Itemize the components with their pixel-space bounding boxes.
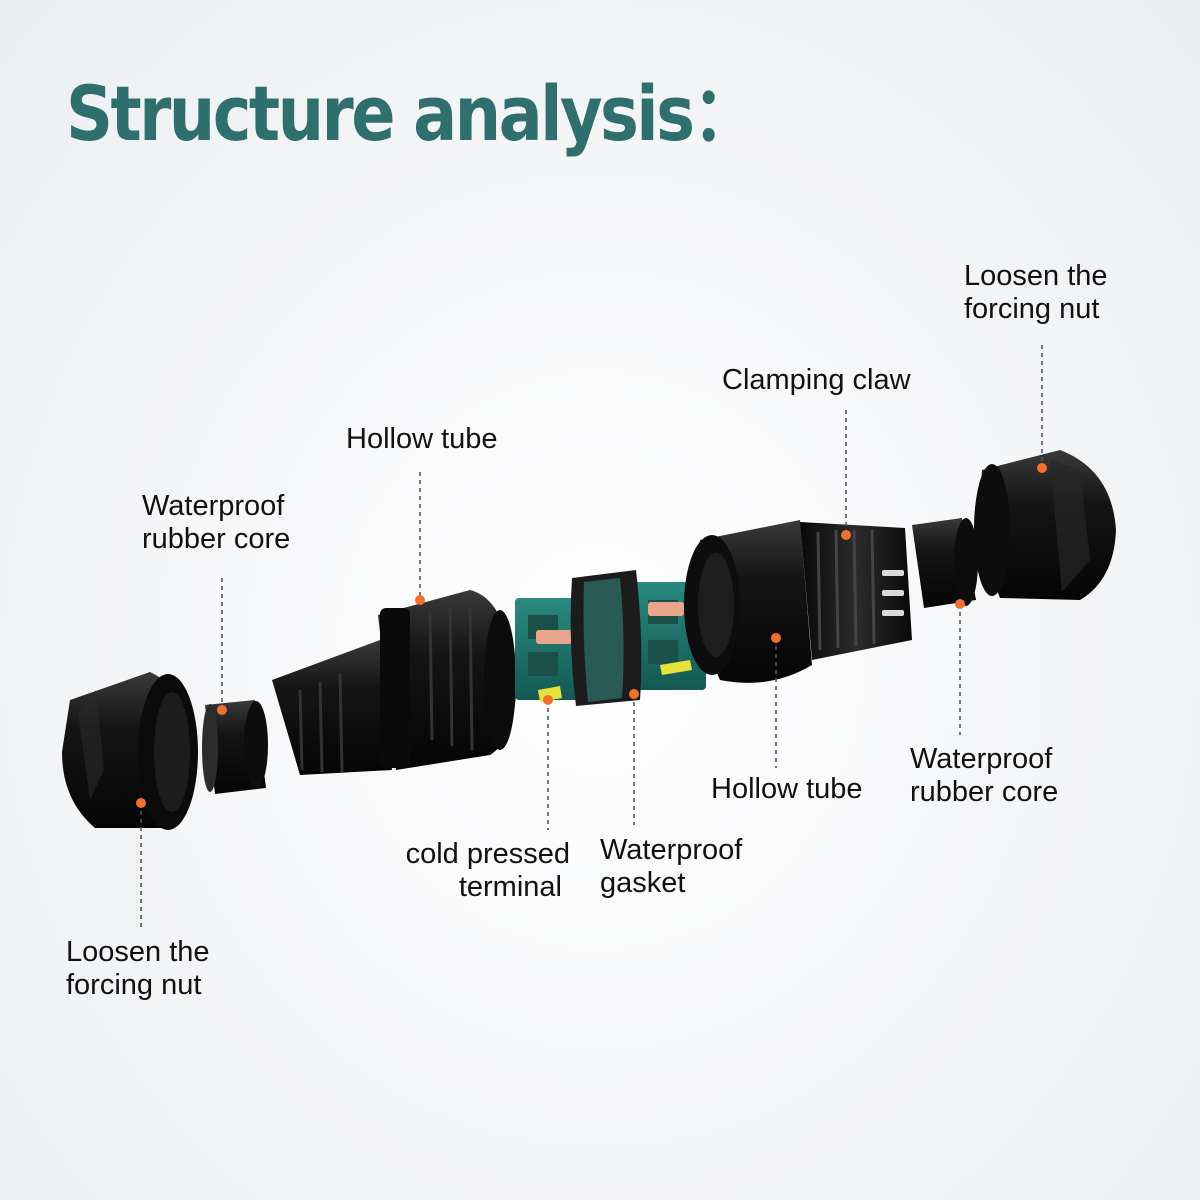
left-hollow-tube (272, 590, 516, 775)
waterproof-gasket (570, 570, 642, 706)
leader-lines (140, 345, 1043, 930)
label-forcing-nut-right: Loosen the forcing nut (964, 260, 1108, 325)
marker-hollow-tube-right (771, 633, 781, 643)
marker-rubber-core-right (955, 599, 965, 609)
marker-cold-terminal (543, 695, 553, 705)
marker-clamp-claw (841, 530, 851, 540)
clamping-claw (800, 522, 912, 660)
right-hollow-tube (684, 520, 812, 683)
right-forcing-nut (974, 450, 1116, 600)
label-hollow-tube-left: Hollow tube (346, 423, 498, 455)
label-rubber-core-right: Waterproof rubber core (910, 743, 1059, 808)
label-hollow-tube-right: Hollow tube (711, 773, 863, 805)
label-waterproof-gasket: Waterproof gasket (600, 834, 743, 899)
marker-rubber-core-left (217, 705, 227, 715)
part-markers (136, 463, 1047, 808)
marker-gasket (629, 689, 639, 699)
label-rubber-core-left: Waterproof rubber core (142, 490, 291, 555)
marker-nut-left (136, 798, 146, 808)
label-cold-pressed-terminal: cold pressed terminal (405, 838, 570, 903)
label-clamping-claw: Clamping claw (722, 364, 911, 396)
label-forcing-nut-left: Loosen the forcing nut (66, 936, 210, 1001)
page-title: Structure analysis： (66, 69, 758, 158)
right-rubber-core (912, 518, 978, 608)
left-forcing-nut (62, 672, 198, 830)
marker-nut-right (1037, 463, 1047, 473)
left-rubber-core (202, 700, 268, 794)
marker-hollow-tube-left (415, 595, 425, 605)
